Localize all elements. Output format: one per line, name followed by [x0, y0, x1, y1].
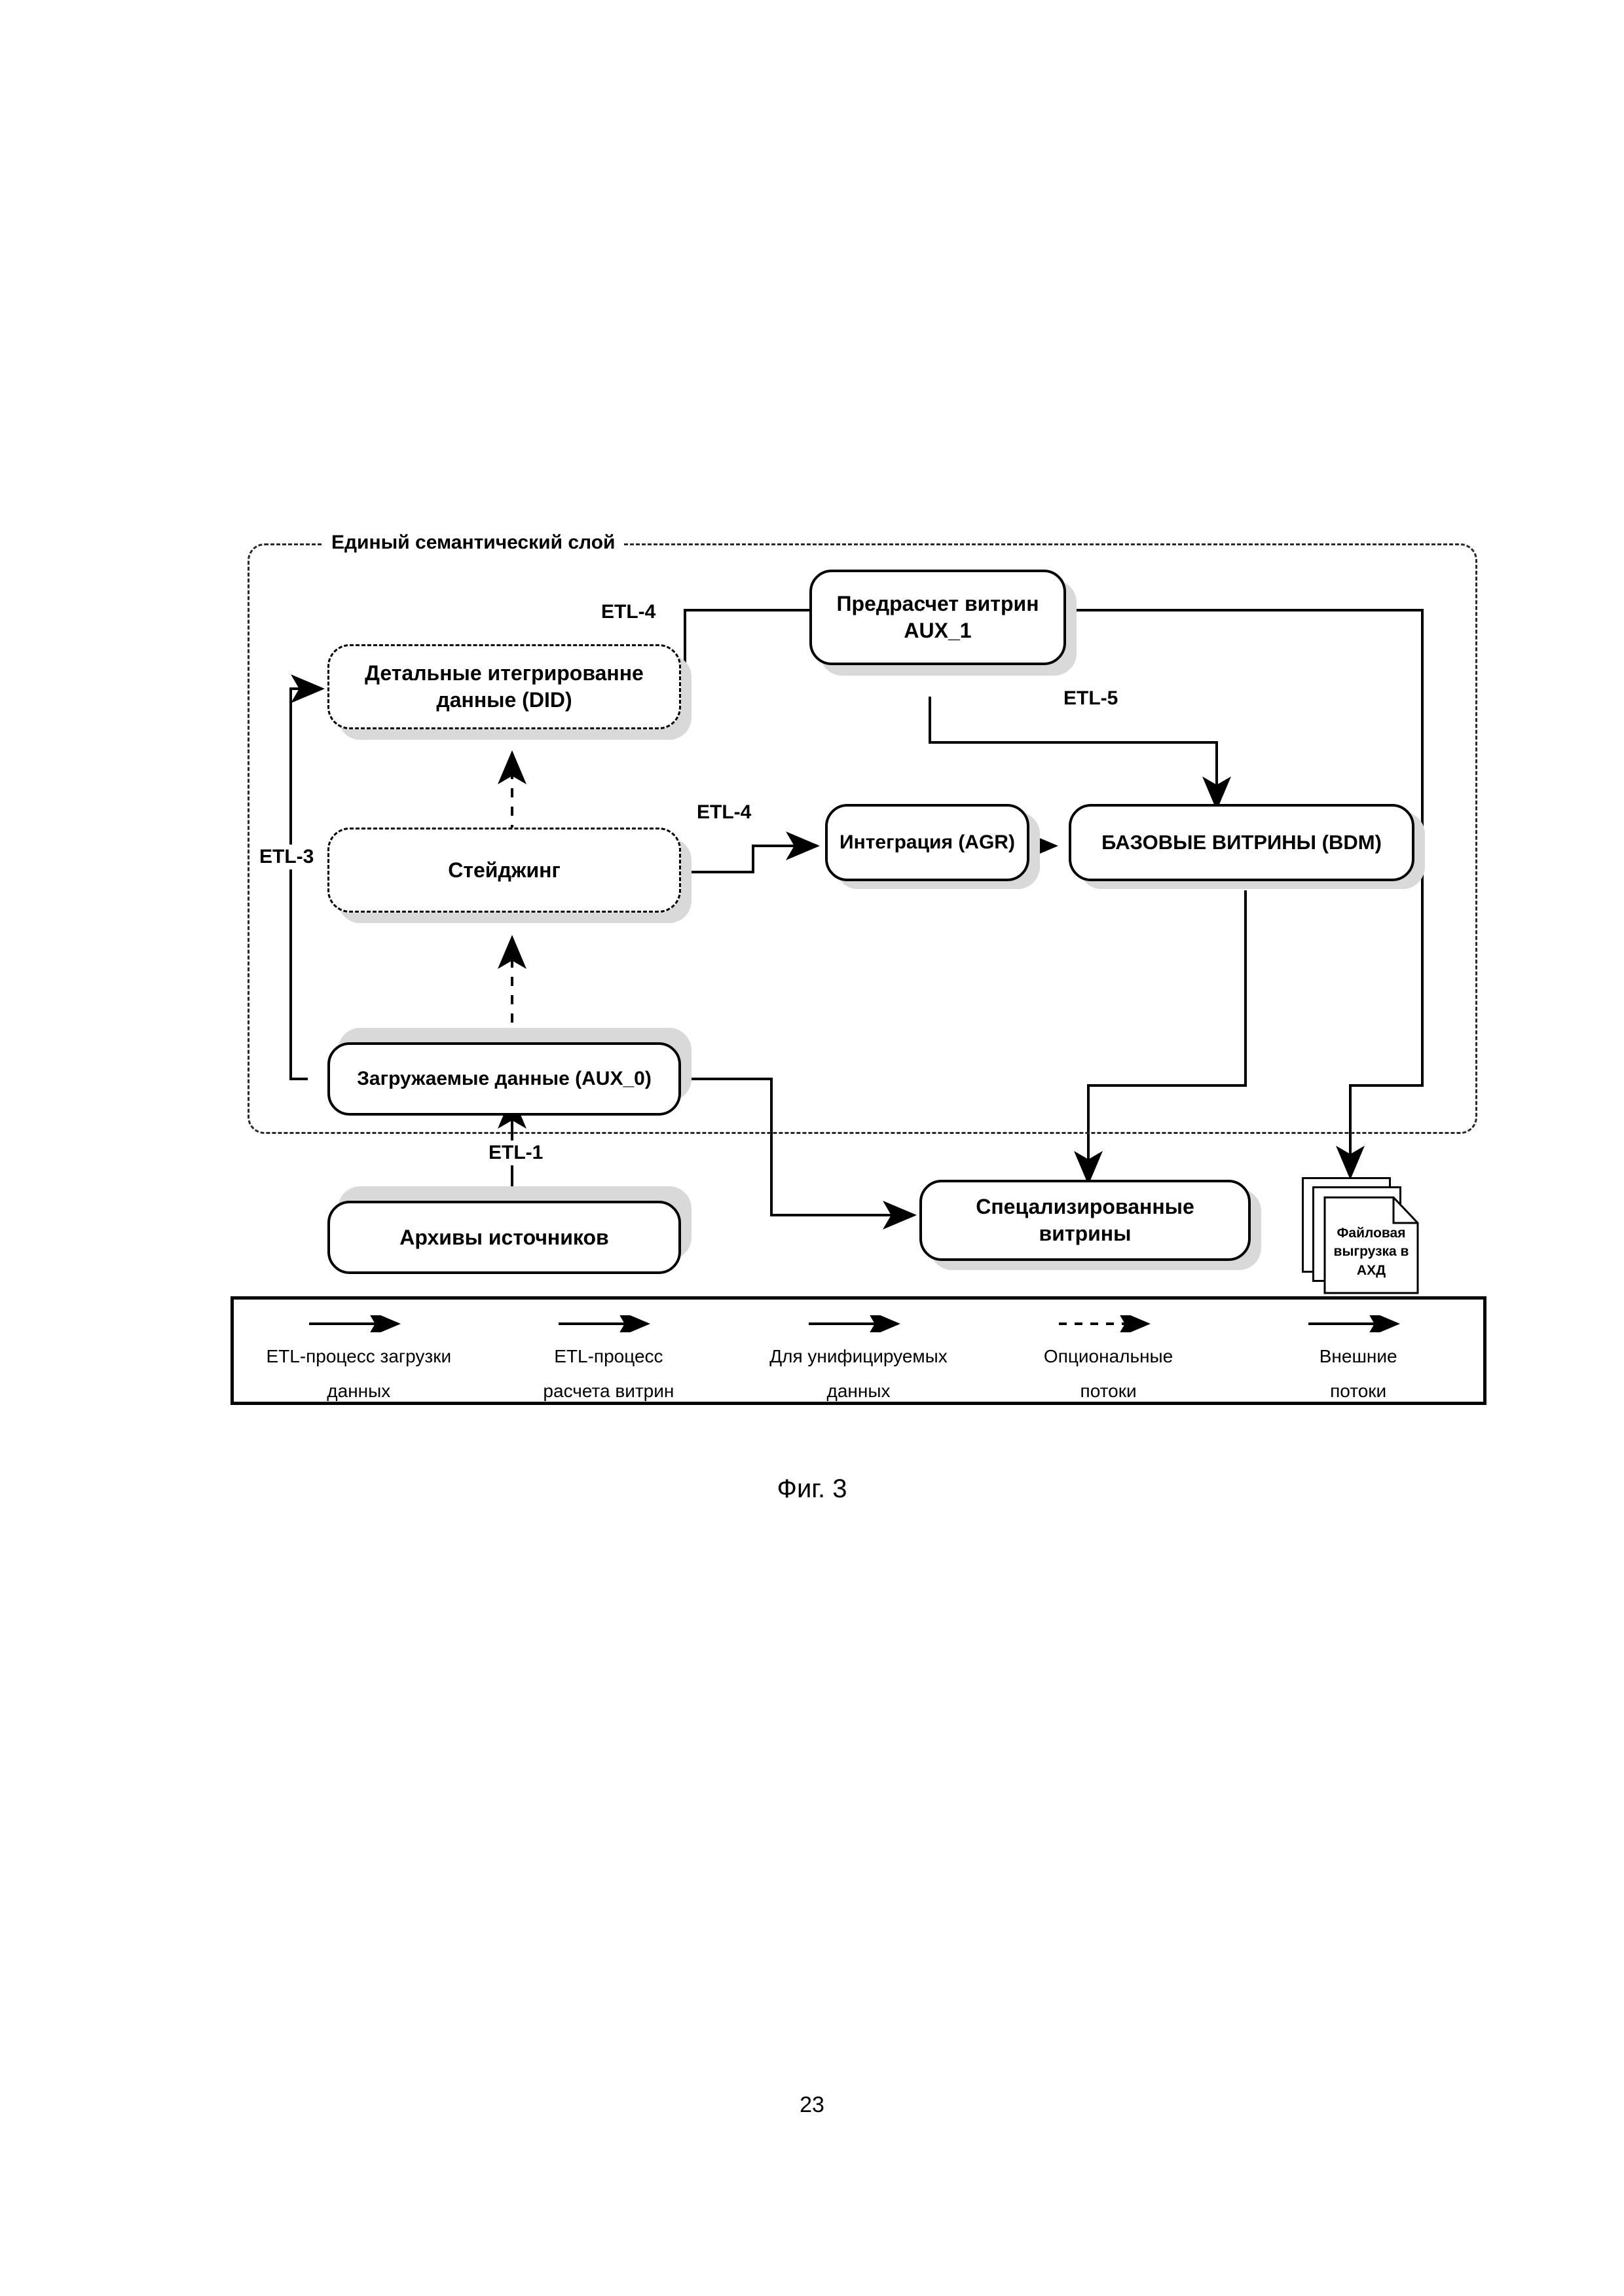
legend-label-0: ETL-процесс загрузки данных: [266, 1346, 452, 1402]
wire-aux0-to-specialized: [685, 1078, 917, 1230]
node-specialized-marts-label: Спецализированные витрины: [976, 1195, 1194, 1245]
legend-label-3: Опциональные потоки: [1043, 1346, 1173, 1402]
node-aux0[interactable]: Загружаемые данные (AUX_0): [327, 1042, 681, 1116]
edge-label-etl3: ETL-3: [253, 845, 321, 869]
legend-item-4: Внешние потоки: [1233, 1300, 1483, 1408]
wire-aux1-to-file-export: [1032, 609, 1424, 1180]
node-aux1-label: Предрасчет витрин AUX_1: [836, 592, 1039, 642]
node-archives-label: Архивы источников: [399, 1225, 609, 1249]
node-aux1[interactable]: Предрасчет витрин AUX_1: [809, 570, 1066, 665]
legend-item-1: ETL-процесс расчета витрин: [484, 1300, 734, 1408]
legend-arrow-solid-1: [559, 1315, 651, 1332]
semantic-layer-container: [248, 543, 1477, 1134]
node-agr-label: Интеграция (AGR): [840, 831, 1015, 853]
node-archives[interactable]: Архивы источников: [327, 1201, 681, 1274]
file-export-label: Файловая выгрузка в АХД: [1333, 1226, 1409, 1278]
wire-etl4-staging-to-agr: [685, 831, 820, 873]
connector-layer: [289, 596, 1424, 1230]
legend-arrow-solid-4: [1308, 1315, 1401, 1332]
node-did-label: Детальные итегрированне данные (DID): [365, 661, 644, 712]
wire-bdm-to-specialized: [1074, 890, 1247, 1185]
wire-etl5-aux1-to-bdm: [929, 697, 1231, 811]
legend-label-4: Внешние потоки: [1319, 1346, 1397, 1402]
edge-label-etl5: ETL-5: [1057, 686, 1125, 711]
edge-label-etl4-mid: ETL-4: [690, 800, 758, 825]
node-did[interactable]: Детальные итегрированне данные (DID): [327, 644, 681, 729]
legend-arrow-solid-2: [808, 1315, 900, 1332]
node-staging[interactable]: Стейджинг: [327, 828, 681, 913]
node-aux0-label: Загружаемые данные (AUX_0): [357, 1067, 652, 1089]
legend-arrow-solid-0: [308, 1315, 401, 1332]
legend-item-0: ETL-процесс загрузки данных: [234, 1300, 484, 1408]
node-specialized-marts[interactable]: Спецализированные витрины: [919, 1180, 1251, 1261]
node-bdm-label: БАЗОВЫЕ ВИТРИНЫ (BDM): [1101, 831, 1382, 854]
semantic-layer-label: Единый семантический слой: [322, 532, 625, 554]
file-export-icon[interactable]: Файловая выгрузка в АХД: [1302, 1177, 1426, 1294]
node-staging-label: Стейджинг: [448, 858, 561, 882]
node-agr[interactable]: Интеграция (AGR): [825, 804, 1029, 881]
wire-etl4-did-to-aux1: [684, 596, 847, 665]
legend-box: ETL-процесс загрузки данных ETL-процесс …: [231, 1296, 1486, 1405]
node-bdm[interactable]: БАЗОВЫЕ ВИТРИНЫ (BDM): [1069, 804, 1414, 881]
legend-label-2: Для унифицируемых данных: [769, 1346, 948, 1402]
legend-items: ETL-процесс загрузки данных ETL-процесс …: [234, 1300, 1483, 1402]
legend-item-3: Опциональные потоки: [984, 1300, 1234, 1408]
wire-etl3: [289, 674, 325, 1080]
legend-arrow-dashed-3: [1058, 1315, 1151, 1332]
edge-label-etl1: ETL-1: [482, 1140, 550, 1165]
file-sheet-front: [1323, 1196, 1419, 1294]
legend-label-1: ETL-процесс расчета витрин: [543, 1346, 674, 1402]
edge-label-etl4-top: ETL-4: [595, 600, 663, 625]
figure-caption: Фиг. 3: [777, 1474, 847, 1503]
legend-item-2: Для унифицируемых данных: [733, 1300, 984, 1408]
page-number: 23: [800, 2092, 824, 2117]
figure-3-diagram: Единый семантический слой: [231, 532, 1486, 1503]
